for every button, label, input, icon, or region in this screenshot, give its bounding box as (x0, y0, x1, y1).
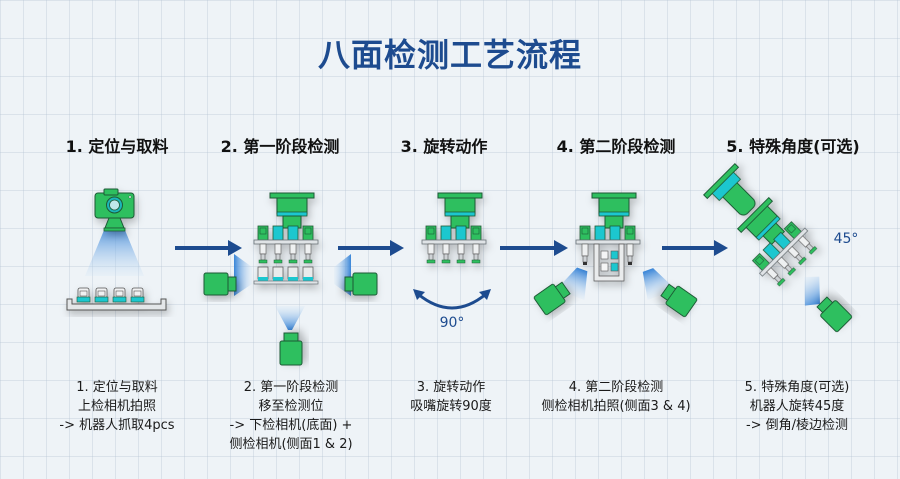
camera-beam (804, 276, 820, 306)
step-1-desc-line: 上检相机拍照 (77, 399, 156, 414)
step-3-title: 3. 旋转动作 (400, 137, 488, 156)
step-5-desc-line: -> 倒角/棱边检测 (745, 418, 849, 433)
gripper-icon (575, 192, 641, 282)
step-1-desc-line: -> 机器人抓取4pcs (59, 418, 175, 433)
step-5-desc-line: 机器人旋转45度 (749, 399, 845, 414)
step-3-illustration: 90° (413, 192, 491, 331)
step-2-desc-line: 2. 第一阶段检测 (243, 380, 339, 395)
camera-icon (813, 293, 853, 333)
step-4-illustration (532, 192, 699, 318)
rotation-angle-label: 90° (440, 315, 465, 331)
arrow-3-4 (500, 240, 568, 256)
step-1-illustration (66, 188, 167, 311)
tray-icon (66, 287, 167, 311)
arrow-1-2 (175, 240, 242, 256)
step-3-description: 3. 旋转动作 吸嘴旋转90度 (361, 378, 541, 416)
step-5-title: 5. 特殊角度(可选) (726, 137, 860, 156)
step-5-desc-line: 5. 特殊角度(可选) (744, 380, 850, 395)
tilted-gripper-icon (703, 163, 818, 287)
step-1-description: 1. 定位与取料 上检相机拍照 -> 机器人抓取4pcs (27, 378, 207, 435)
gripper-icon (253, 192, 319, 285)
step-4-title: 4. 第二阶段检测 (556, 137, 676, 156)
arrow-4-5 (662, 240, 728, 256)
page-title: 八面检测工艺流程 (317, 36, 582, 74)
step-4-desc-line: 侧检相机拍照(侧面3 & 4) (541, 399, 691, 414)
gripper-icon (421, 192, 487, 264)
bottom-camera-icon (279, 332, 303, 366)
step-5-illustration: 45° (703, 163, 859, 333)
arrow-2-3 (338, 240, 404, 256)
step-5-description: 5. 特殊角度(可选) 机器人旋转45度 -> 倒角/棱边检测 (707, 378, 887, 435)
step-4-desc-line: 4. 第二阶段检测 (568, 380, 664, 395)
camera-icon (94, 188, 135, 232)
side-beam-left (234, 254, 252, 296)
step-2-desc-line: 移至检测位 (258, 399, 324, 414)
step-1-desc-line: 1. 定位与取料 (76, 380, 158, 395)
camera-beam (85, 223, 144, 276)
step-3-desc-line: 吸嘴旋转90度 (410, 399, 492, 414)
step-2-title: 2. 第一阶段检测 (220, 137, 340, 156)
step-2-description: 2. 第一阶段检测 移至检测位 -> 下检相机(底面) + 侧检相机(侧面1 &… (201, 378, 381, 454)
step-2-desc-line: -> 下检相机(底面) + (229, 418, 353, 433)
step-1-title: 1. 定位与取料 (65, 137, 169, 156)
step-3-desc-line: 3. 旋转动作 (416, 380, 486, 395)
step-2-illustration (203, 192, 378, 366)
step-4-description: 4. 第二阶段检测 侧检相机拍照(侧面3 & 4) (526, 378, 706, 416)
side-camera-left-icon (203, 272, 237, 296)
rotate-arrow-icon (413, 289, 491, 310)
bottom-beam (275, 306, 305, 330)
step-2-desc-line: 侧检相机(侧面1 & 2) (229, 437, 353, 452)
tilt-angle-label: 45° (834, 231, 859, 247)
